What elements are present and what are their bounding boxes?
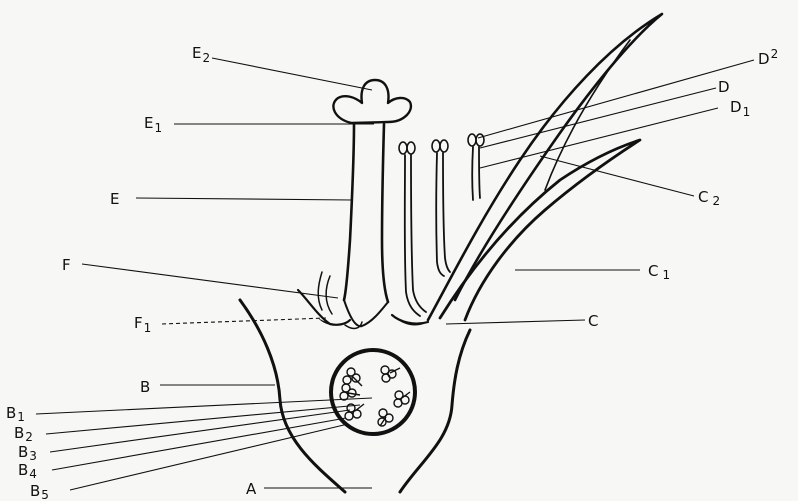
nectary-left	[298, 290, 350, 325]
label-d: D	[718, 78, 731, 96]
label-d1: D1	[730, 98, 751, 119]
label-b: B	[140, 378, 151, 396]
stamen	[399, 142, 426, 316]
label-b4: B4	[18, 461, 38, 481]
label-c: C	[588, 312, 599, 330]
ovules	[340, 366, 410, 426]
nectary-left-inner2	[326, 276, 332, 314]
label-b3: B3	[18, 443, 38, 463]
label-f1: F1	[134, 314, 152, 335]
label-b2: B2	[14, 424, 34, 444]
nectary-right-dark	[396, 318, 428, 325]
label-a: A	[246, 480, 257, 498]
petal-short	[440, 140, 640, 320]
ovule-cluster	[381, 366, 400, 382]
label-b1: B1	[6, 404, 26, 424]
label-b5: B5	[30, 482, 50, 501]
nectary-left-inner	[318, 272, 322, 310]
label-d2: D2	[758, 47, 779, 68]
stamen	[468, 134, 484, 200]
style-base-curve	[344, 300, 388, 326]
petal-long	[428, 14, 662, 320]
ovule-cluster	[343, 368, 362, 386]
stigma	[333, 80, 411, 123]
label-f: F	[62, 256, 72, 274]
style-left-outline	[344, 124, 354, 300]
ovule-cluster	[340, 384, 360, 400]
ovule-cluster	[394, 391, 410, 407]
ovule-cluster	[378, 409, 393, 426]
stamen	[432, 140, 450, 276]
label-e1: E1	[144, 114, 163, 135]
nectary-right	[392, 315, 428, 324]
label-e: E	[110, 190, 120, 208]
style-right-outline	[382, 124, 388, 302]
label-e2: E2	[192, 44, 211, 65]
